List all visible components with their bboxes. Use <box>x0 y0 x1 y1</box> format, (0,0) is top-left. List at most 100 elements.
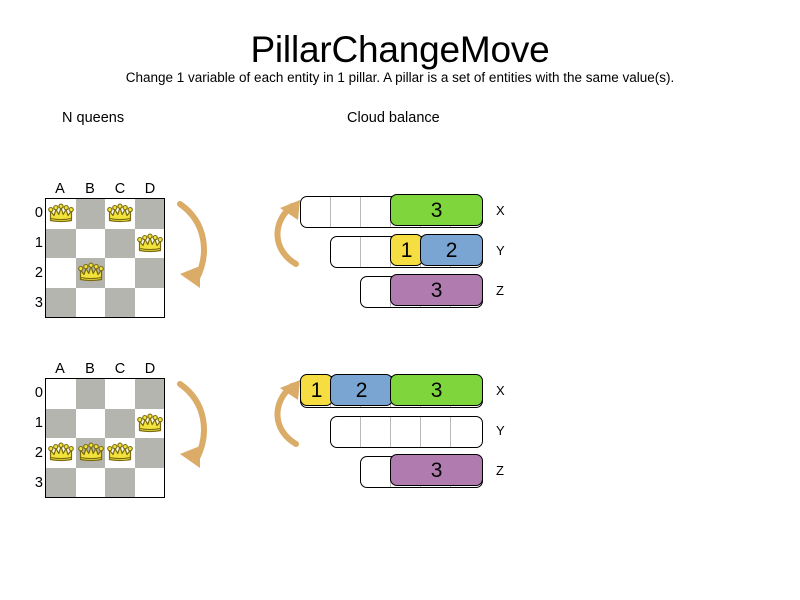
row-label: 3 <box>34 295 43 311</box>
board-cell-B2-queen[interactable] <box>75 258 105 288</box>
computer-label-z: Z <box>496 283 504 298</box>
board-cell-A0-queen[interactable] <box>46 199 76 229</box>
board-cell-A3[interactable] <box>46 467 76 497</box>
queens-transition-arrow-bottom-icon <box>166 376 222 481</box>
board-cell-B3[interactable] <box>75 287 105 317</box>
page-title: PillarChangeMove <box>250 29 550 70</box>
computer-label-z: Z <box>496 463 504 478</box>
capacity-slot <box>361 417 391 447</box>
capacity-slot <box>361 457 391 487</box>
capacity-slot <box>331 237 361 267</box>
board-grid <box>45 198 165 318</box>
board-cell-C2[interactable] <box>105 258 135 288</box>
board-cell-C2-queen[interactable] <box>105 438 135 468</box>
cloud-transition-arrow-bottom-icon <box>266 376 312 457</box>
queen-crown-icon <box>77 262 104 282</box>
board-cell-A3[interactable] <box>46 287 76 317</box>
capacity-slot <box>331 417 361 447</box>
column-label: B <box>85 361 95 377</box>
process-block-1[interactable]: 1 <box>390 234 424 267</box>
board-cell-A0[interactable] <box>46 379 76 409</box>
queen-crown-icon <box>48 442 74 462</box>
process-block-3[interactable]: 3 <box>390 274 484 307</box>
computer-label-x: X <box>496 383 505 398</box>
queen-crown-icon <box>48 203 74 223</box>
board-cell-B0[interactable] <box>75 199 105 229</box>
row-label: 3 <box>34 475 43 491</box>
capacity-slot <box>421 417 451 447</box>
board-cell-C0[interactable] <box>105 379 135 409</box>
board-cell-B2-queen[interactable] <box>75 438 105 468</box>
capacity-slot <box>361 197 391 227</box>
board-cell-D0[interactable] <box>134 379 164 409</box>
board-grid <box>45 378 165 498</box>
queen-crown-icon <box>107 203 133 223</box>
column-label: C <box>114 361 126 377</box>
process-block-3[interactable]: 3 <box>390 374 484 407</box>
board-cell-C3[interactable] <box>105 467 135 497</box>
board-cell-D1-queen[interactable] <box>134 408 164 438</box>
row-label: 2 <box>34 265 43 281</box>
process-block-2[interactable]: 2 <box>330 374 394 407</box>
computer-row-y: Y <box>330 416 505 448</box>
board-cell-B3[interactable] <box>75 467 105 497</box>
capacity-slot <box>301 197 331 227</box>
queen-crown-icon <box>107 442 133 462</box>
section-label-nqueens: N queens <box>62 110 125 126</box>
column-label: A <box>55 361 65 377</box>
board-row-headers: 0 1 2 3 <box>26 198 43 318</box>
process-block-2[interactable]: 2 <box>420 234 484 267</box>
section-label-cloudbalance: Cloud balance <box>347 110 440 126</box>
board-cell-A1[interactable] <box>46 228 76 258</box>
row-label: 1 <box>34 235 43 251</box>
computer-capacity-bar[interactable] <box>330 416 484 448</box>
board-cell-B1[interactable] <box>75 228 105 258</box>
column-label: D <box>144 181 156 197</box>
board-cell-D2[interactable] <box>134 258 164 288</box>
board-cell-A2[interactable] <box>46 258 76 288</box>
board-cell-D0[interactable] <box>134 199 164 229</box>
board-cell-D2[interactable] <box>134 438 164 468</box>
queen-crown-icon <box>136 413 163 432</box>
computer-label-y: Y <box>496 243 505 258</box>
capacity-slot <box>361 237 391 267</box>
page-subtitle: Change 1 variable of each entity in 1 pi… <box>125 70 675 85</box>
capacity-slot <box>361 277 391 307</box>
queens-transition-arrow-top-icon <box>166 196 222 301</box>
board-cell-C0-queen[interactable] <box>105 199 135 229</box>
capacity-slot <box>331 197 361 227</box>
board-cell-D3[interactable] <box>134 287 164 317</box>
board-cell-A1[interactable] <box>46 408 76 438</box>
column-label: D <box>144 361 156 377</box>
row-label: 2 <box>34 445 43 461</box>
process-block-3[interactable]: 3 <box>390 194 484 227</box>
column-label: B <box>85 181 95 197</box>
board-cell-D1-queen[interactable] <box>134 228 164 258</box>
cloud-transition-arrow-top-icon <box>266 196 312 277</box>
board-cell-D3[interactable] <box>134 467 164 497</box>
board-cell-A2-queen[interactable] <box>46 438 76 468</box>
capacity-slot <box>391 417 421 447</box>
board-cell-C1[interactable] <box>105 408 135 438</box>
row-label: 0 <box>34 205 43 221</box>
queen-crown-icon <box>77 442 104 462</box>
row-label: 1 <box>34 415 43 431</box>
board-cell-B0[interactable] <box>75 379 105 409</box>
capacity-slot <box>451 417 481 447</box>
board-column-headers: A B C D <box>45 360 165 378</box>
board-cell-C3[interactable] <box>105 287 135 317</box>
board-cell-C1[interactable] <box>105 228 135 258</box>
column-label: A <box>55 181 65 197</box>
computer-label-y: Y <box>496 423 505 438</box>
computer-label-x: X <box>496 203 505 218</box>
row-label: 0 <box>34 385 43 401</box>
board-cell-B1[interactable] <box>75 408 105 438</box>
process-block-3[interactable]: 3 <box>390 454 484 487</box>
